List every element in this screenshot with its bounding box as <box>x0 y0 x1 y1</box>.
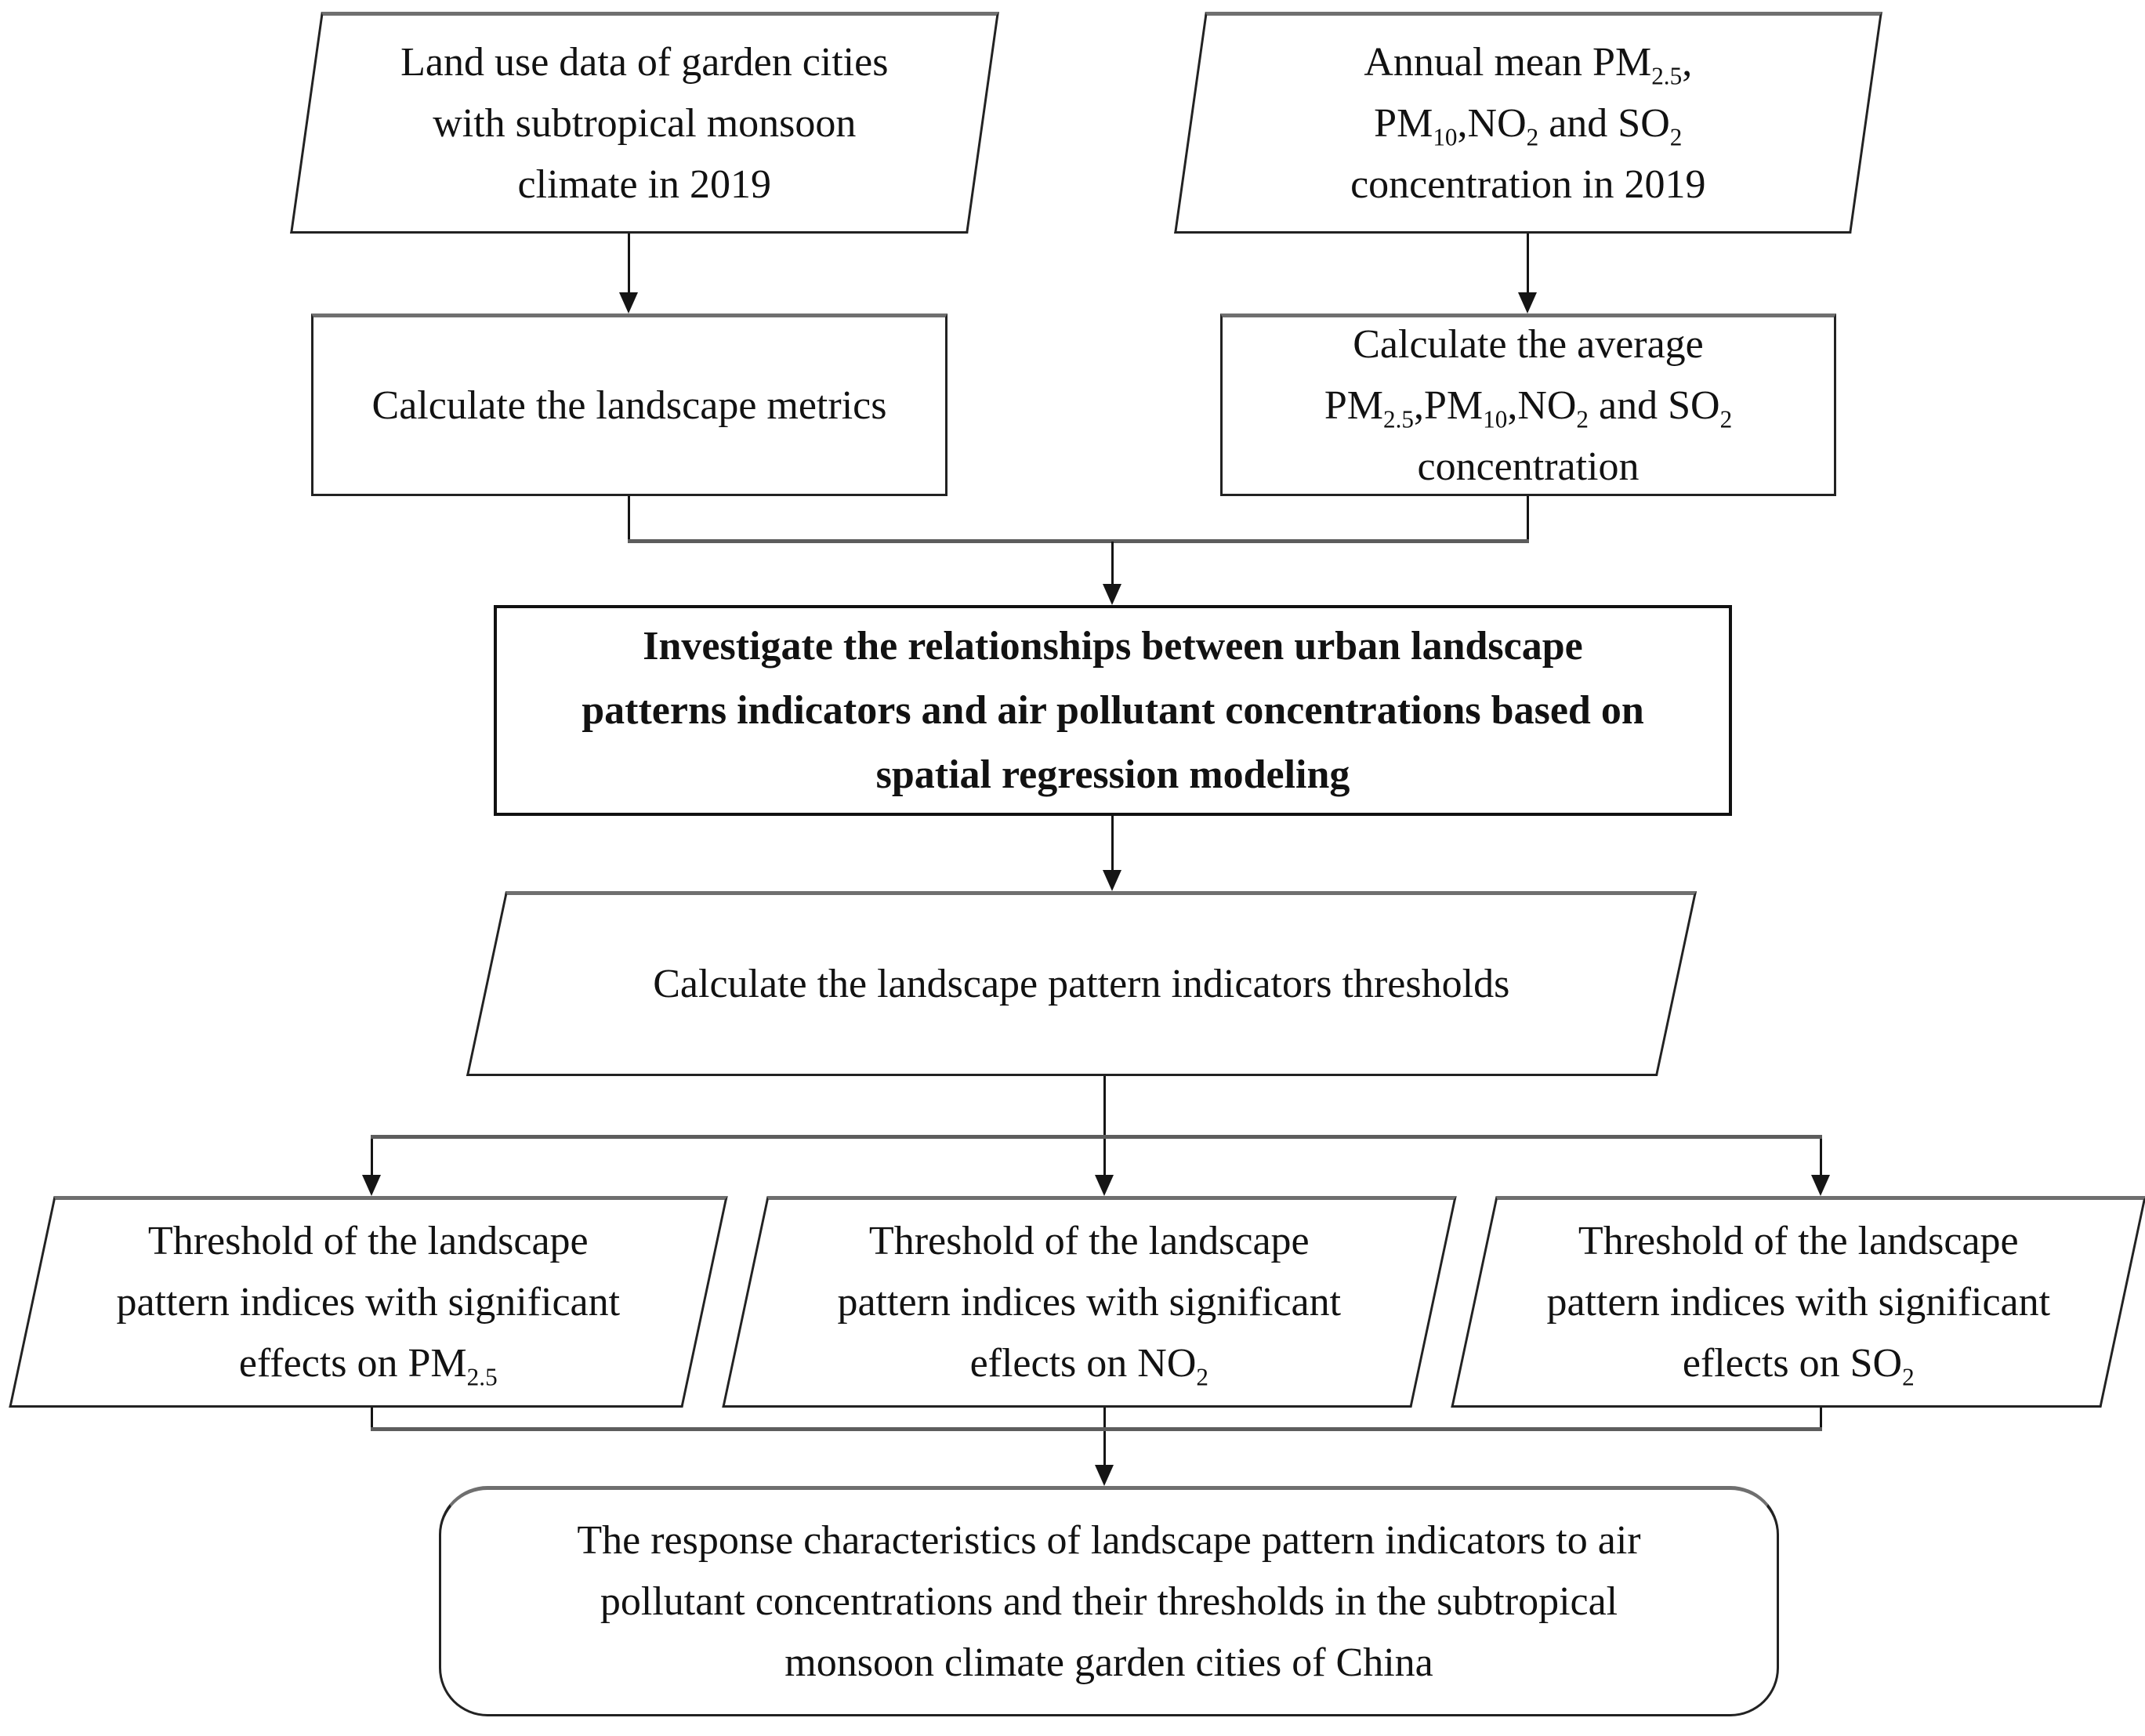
node-calculate-landscape-metrics: Calculate the landscape metrics <box>311 313 947 496</box>
connector-annual-to-average <box>1527 234 1529 296</box>
arrowhead-investigate-to-thresholds <box>1103 870 1121 891</box>
connector-metrics-stub <box>628 496 630 542</box>
connector-branch-left <box>371 1139 373 1178</box>
connector-no2-stub <box>1103 1408 1106 1430</box>
arrowhead-landuse-to-metrics <box>619 292 638 313</box>
arrowhead-merge-to-response <box>1095 1465 1114 1486</box>
node-investigate-relationships-label: Investigate the relationships between ur… <box>582 623 1644 797</box>
connector-pm25-stub <box>371 1408 373 1430</box>
node-calculate-thresholds: Calculate the landscape pattern indicato… <box>466 891 1698 1076</box>
connector-thresholds-stub <box>1103 1076 1106 1136</box>
arrowhead-branch-to-no2 <box>1095 1175 1114 1196</box>
connector-branch-middle <box>1103 1139 1106 1178</box>
node-response-characteristics: The response characteristics of landscap… <box>439 1486 1779 1716</box>
connector-average-stub <box>1527 496 1529 542</box>
connector-investigate-to-thresholds <box>1111 816 1114 872</box>
arrowhead-branch-to-pm25 <box>362 1175 381 1196</box>
connector-branch-line <box>371 1135 1822 1139</box>
connector-so2-stub <box>1820 1408 1822 1430</box>
arrowhead-annual-to-average <box>1518 292 1537 313</box>
node-calculate-thresholds-label: Calculate the landscape pattern indicato… <box>653 962 1510 1006</box>
connector-merge-to-response <box>1103 1431 1106 1467</box>
arrowhead-branch-to-so2 <box>1811 1175 1830 1196</box>
connector-branch-right <box>1820 1139 1822 1178</box>
connector-bottom-merge-line <box>371 1427 1822 1431</box>
arrowhead-merge-to-investigate <box>1103 584 1121 605</box>
connector-top-merge-line <box>628 539 1529 543</box>
node-response-characteristics-label: The response characteristics of landscap… <box>577 1518 1641 1685</box>
node-investigate-relationships: Investigate the relationships between ur… <box>494 605 1732 816</box>
node-calculate-landscape-metrics-label: Calculate the landscape metrics <box>371 382 887 428</box>
connector-landuse-to-metrics <box>628 234 630 296</box>
connector-merge-to-investigate <box>1111 542 1114 587</box>
